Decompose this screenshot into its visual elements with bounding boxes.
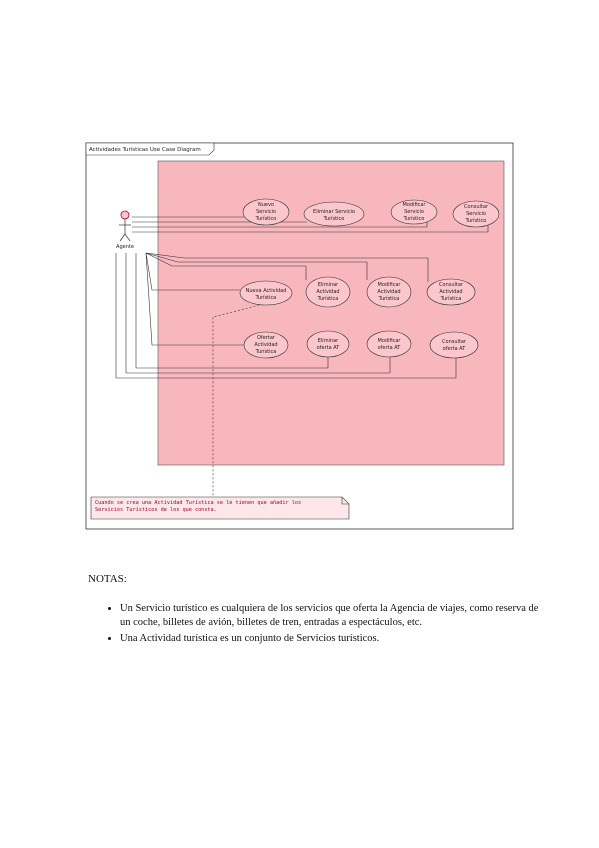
notes-list: Un Servicio turístico es cualquiera de l… (102, 602, 540, 648)
association-nueva-actividad (145, 252, 240, 291)
association-consultar-oferta (115, 253, 457, 379)
actor-label: Agente (116, 244, 134, 250)
notes-item: Una Actividad turística es un conjunto d… (120, 632, 540, 646)
actor-agente: Agente (116, 210, 134, 250)
association-modificar-servicio (132, 222, 428, 228)
association-eliminar-oferta (135, 253, 329, 369)
association-eliminar-actividad (145, 252, 307, 280)
actor-head (120, 210, 130, 220)
association-modificar-oferta (125, 253, 391, 374)
notes-item: Un Servicio turístico es cualquiera de l… (120, 602, 540, 630)
frame-title: Actividades Turísticas Use Case Diagram (89, 146, 201, 153)
association-ofertar-actividad (145, 252, 244, 346)
association-modificar-actividad (145, 252, 368, 280)
notes-title: NOTAS: (88, 573, 127, 585)
note-line-1: Cuando se crea una Actividad Turística s… (95, 499, 301, 506)
frame-title-tab (85, 142, 215, 156)
association-consultar-actividad (145, 252, 429, 282)
note-line-2: Servicios Turísticos de los que consta. (95, 506, 217, 513)
diagram-note: Cuando se crea una Actividad Turística s… (90, 496, 350, 520)
associations (115, 216, 489, 379)
